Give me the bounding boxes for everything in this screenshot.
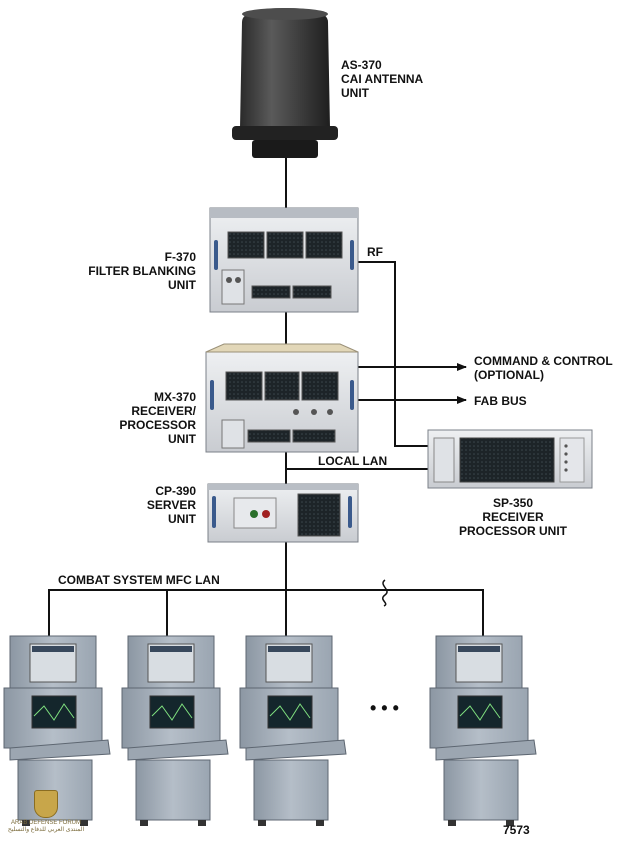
mfc-lan-label: COMBAT SYSTEM MFC LAN bbox=[58, 573, 220, 587]
operator-console bbox=[3, 635, 111, 826]
receiver-unit-word: UNIT bbox=[168, 432, 196, 446]
server-unit bbox=[207, 483, 359, 543]
sp350-unit bbox=[427, 429, 593, 489]
antenna-unit bbox=[232, 8, 338, 158]
filter-label: F-370 FILTER BLANKING UNIT bbox=[60, 250, 196, 292]
receiver-name: RECEIVER/ bbox=[131, 404, 196, 418]
command-control-text: COMMAND & CONTROL bbox=[474, 354, 613, 368]
watermark-text-arabic: المنتدى العربي للدفاع والتسليح bbox=[7, 827, 85, 833]
watermark-logo: ARAB DEFENSE FORUM المنتدى العربي للدفاع… bbox=[6, 790, 86, 834]
shield-icon bbox=[34, 790, 58, 818]
server-model: CP-390 bbox=[155, 484, 196, 498]
receiver-label: MX-370 RECEIVER/ PROCESSOR UNIT bbox=[60, 390, 196, 446]
sp350-name: RECEIVER bbox=[482, 510, 544, 524]
antenna-label: AS-370 CAI ANTENNA UNIT bbox=[341, 58, 423, 100]
operator-console bbox=[429, 635, 537, 826]
antenna-name: CAI ANTENNA bbox=[341, 72, 424, 86]
filter-unit-word: UNIT bbox=[168, 278, 196, 292]
filter-unit bbox=[209, 207, 359, 313]
filter-name: FILTER BLANKING bbox=[88, 264, 196, 278]
command-control-label: COMMAND & CONTROL (OPTIONAL) bbox=[474, 354, 613, 382]
command-control-optional: (OPTIONAL) bbox=[474, 368, 544, 382]
rf-line bbox=[358, 261, 428, 447]
server-unit-word: UNIT bbox=[168, 512, 196, 526]
server-name: SERVER bbox=[146, 498, 196, 512]
receiver-unit bbox=[205, 343, 359, 453]
lan-break-symbol bbox=[382, 579, 388, 607]
rf-label: RF bbox=[367, 245, 383, 259]
antenna-model: AS-370 bbox=[341, 58, 382, 72]
sp350-label: SP-350 RECEIVER PROCESSOR UNIT bbox=[448, 496, 578, 538]
sp350-name-2: PROCESSOR UNIT bbox=[458, 524, 567, 538]
fab-bus-label: FAB BUS bbox=[474, 394, 527, 408]
antenna-unit-word: UNIT bbox=[341, 86, 369, 100]
receiver-name-2: PROCESSOR bbox=[119, 418, 196, 432]
mfc-lan-bus-line bbox=[48, 589, 484, 640]
filter-model: F-370 bbox=[164, 250, 196, 264]
connection-lines bbox=[48, 158, 484, 640]
sp350-model: SP-350 bbox=[492, 496, 534, 510]
local-lan-label: LOCAL LAN bbox=[318, 454, 388, 468]
operator-console bbox=[121, 635, 229, 826]
watermark-text: ARAB DEFENSE FORUM bbox=[10, 820, 81, 826]
ellipsis-more-consoles: • • • bbox=[370, 698, 399, 718]
figure-number: 7573 bbox=[503, 823, 530, 837]
server-label: CP-390 SERVER UNIT bbox=[60, 484, 196, 526]
operator-console bbox=[239, 635, 347, 826]
receiver-model: MX-370 bbox=[153, 390, 196, 404]
